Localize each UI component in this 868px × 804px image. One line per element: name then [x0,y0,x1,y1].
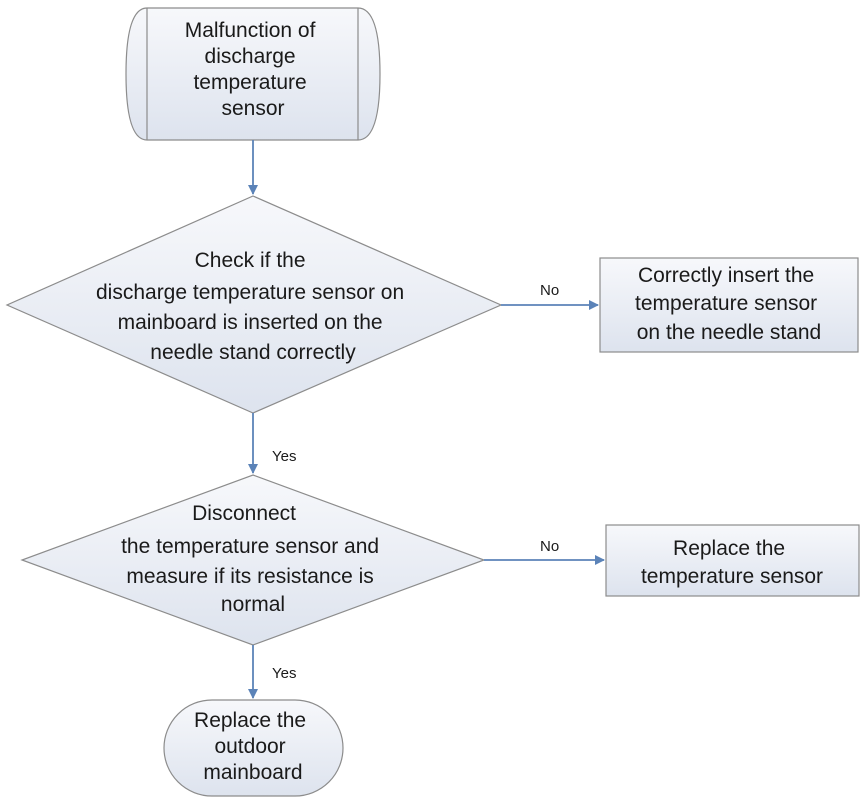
end-line: Replace the [194,709,306,732]
start-label: Malfunction of discharge temperature sen… [185,19,322,120]
end-shape [163,699,344,797]
measure-line: normal [221,593,285,616]
fix-insert-line: Correctly insert the [638,264,814,287]
check-insert-diamond [5,195,503,414]
node-replace-sensor: Replace the temperature sensor [605,524,860,597]
measure-diamond [20,474,486,646]
check-insert-line: mainboard is inserted on the [118,311,383,334]
replace-sensor-line: temperature sensor [641,565,823,588]
edge-label-measure-no: No [540,538,559,555]
start-line: temperature [193,71,306,94]
edge-label-measure-yes: Yes [272,665,296,682]
measure-label: Disconnect the temperature sensor and me… [121,502,385,616]
end-line: mainboard [203,761,302,784]
fix-insert-box [599,257,859,353]
check-insert-line: needle stand correctly [150,341,356,364]
node-fix-insert: Correctly insert the temperature sensor … [599,257,859,353]
measure-line: measure if its resistance is [126,565,373,588]
fix-insert-label: Correctly insert the temperature sensor … [635,264,823,344]
fix-insert-line: temperature sensor [635,292,817,315]
replace-sensor-line: Replace the [673,537,785,560]
node-end: Replace the outdoor mainboard [163,699,344,797]
fix-insert-line: on the needle stand [637,321,822,344]
check-insert-label: Check if the discharge temperature senso… [96,249,410,364]
node-check-insert: Check if the discharge temperature senso… [5,195,503,414]
replace-sensor-label: Replace the temperature sensor [641,537,823,588]
edge-label-check-yes: Yes [272,448,296,465]
measure-line: Disconnect [192,502,296,525]
check-insert-line: Check if the [195,249,306,272]
replace-sensor-box [605,524,860,597]
start-line: discharge [205,45,296,68]
node-start: Malfunction of discharge temperature sen… [125,7,381,141]
start-line: Malfunction of [185,19,316,42]
edge-label-check-no: No [540,282,559,299]
end-label: Replace the outdoor mainboard [194,709,312,784]
node-measure: Disconnect the temperature sensor and me… [20,474,486,646]
start-line: sensor [221,97,284,120]
measure-line: the temperature sensor and [121,535,379,558]
end-line: outdoor [214,735,285,758]
check-insert-line: discharge temperature sensor on [96,281,404,304]
